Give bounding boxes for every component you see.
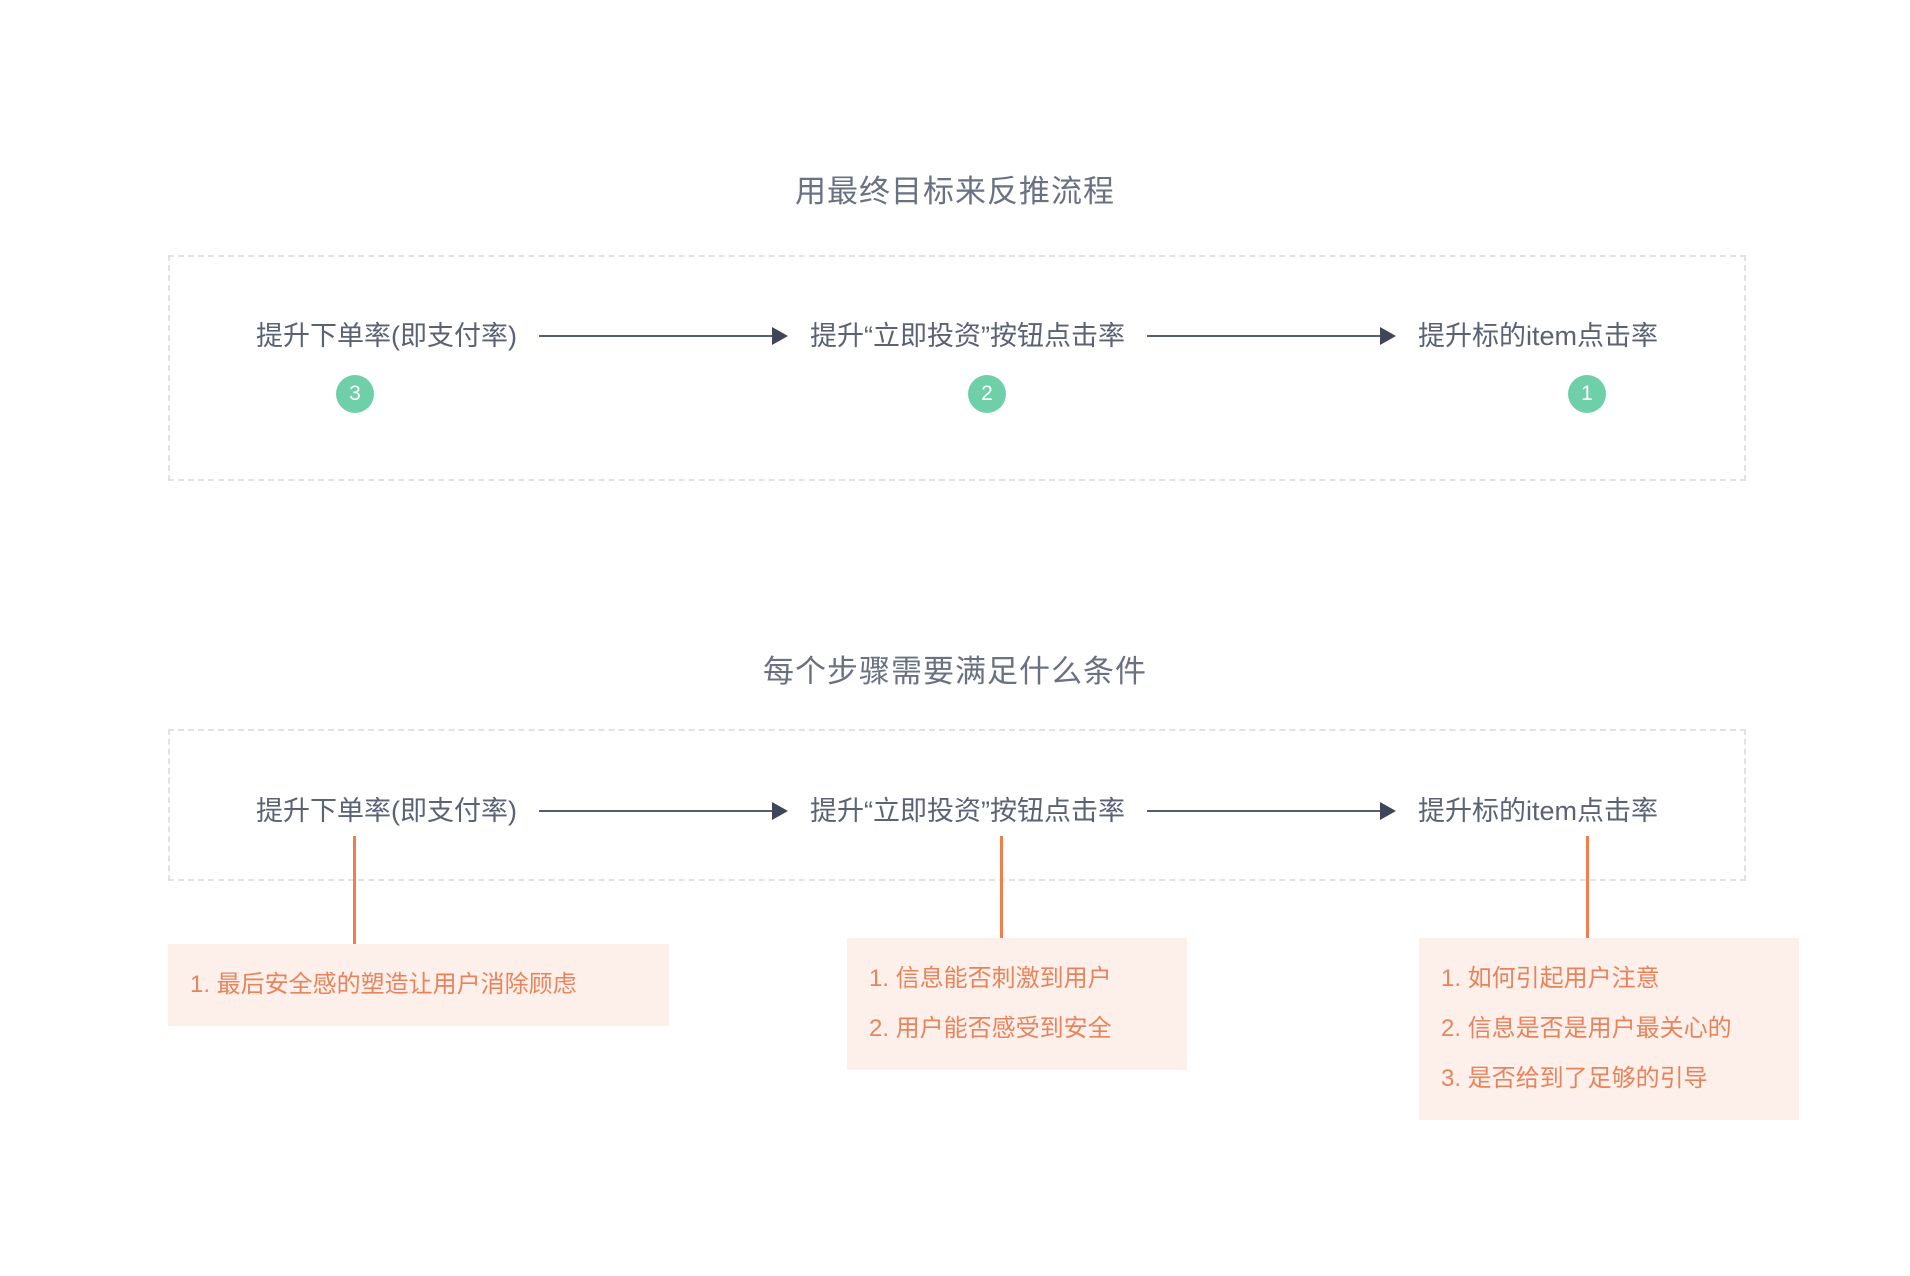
- arrow-1-to-2: [538, 326, 788, 346]
- arrow-2-to-3-row2: [1146, 801, 1396, 821]
- connector-line-note-1: [353, 836, 356, 948]
- flow-row-1: 提升下单率(即支付率) 提升“立即投资”按钮点击率 提升标的item点击率: [168, 310, 1746, 362]
- flow-node-2-label: 提升“立即投资”按钮点击率: [810, 320, 1125, 351]
- step-badge-2: 2: [968, 375, 1006, 413]
- section-title-goal-backtrack: 用最终目标来反推流程: [795, 174, 1115, 209]
- note-line: 1. 如何引起用户注意: [1441, 965, 1660, 992]
- arrow-shaft: [1146, 335, 1384, 337]
- condition-node-2-label: 提升“立即投资”按钮点击率: [810, 795, 1125, 826]
- arrow-head-icon: [772, 327, 788, 345]
- arrow-head-icon: [1380, 802, 1396, 820]
- note-line: 3. 是否给到了足够的引导: [1441, 1065, 1708, 1092]
- step-badge-3: 3: [336, 375, 374, 413]
- arrow-2-to-3: [1146, 326, 1396, 346]
- note-card-3: 1. 如何引起用户注意 2. 信息是否是用户最关心的 3. 是否给到了足够的引导: [1419, 938, 1799, 1120]
- flow-row-2: 提升下单率(即支付率) 提升“立即投资”按钮点击率 提升标的item点击率: [168, 785, 1746, 837]
- arrow-shaft: [538, 335, 776, 337]
- connector-line-note-2: [1000, 836, 1003, 942]
- condition-node-3-label: 提升标的item点击率: [1418, 795, 1659, 826]
- arrow-1-to-2-row2: [538, 801, 788, 821]
- arrow-shaft: [538, 810, 776, 812]
- note-line: 2. 信息是否是用户最关心的: [1441, 1015, 1732, 1042]
- arrow-shaft: [1146, 810, 1384, 812]
- arrow-head-icon: [772, 802, 788, 820]
- step-badge-1: 1: [1568, 375, 1606, 413]
- note-line: 1. 最后安全感的塑造让用户消除顾虑: [190, 971, 577, 998]
- note-card-2: 1. 信息能否刺激到用户 2. 用户能否感受到安全: [847, 938, 1187, 1070]
- condition-node-1-label: 提升下单率(即支付率): [256, 795, 517, 826]
- flow-container-2: [168, 729, 1746, 881]
- note-line: 1. 信息能否刺激到用户: [869, 965, 1112, 992]
- note-line: 2. 用户能否感受到安全: [869, 1015, 1112, 1042]
- flow-node-3-label: 提升标的item点击率: [1418, 320, 1659, 351]
- flow-container-1: [168, 255, 1746, 481]
- section-title-step-conditions: 每个步骤需要满足什么条件: [763, 654, 1147, 689]
- note-card-1: 1. 最后安全感的塑造让用户消除顾虑: [168, 944, 669, 1026]
- arrow-head-icon: [1380, 327, 1396, 345]
- connector-line-note-3: [1586, 836, 1589, 942]
- flow-node-1-label: 提升下单率(即支付率): [256, 320, 517, 351]
